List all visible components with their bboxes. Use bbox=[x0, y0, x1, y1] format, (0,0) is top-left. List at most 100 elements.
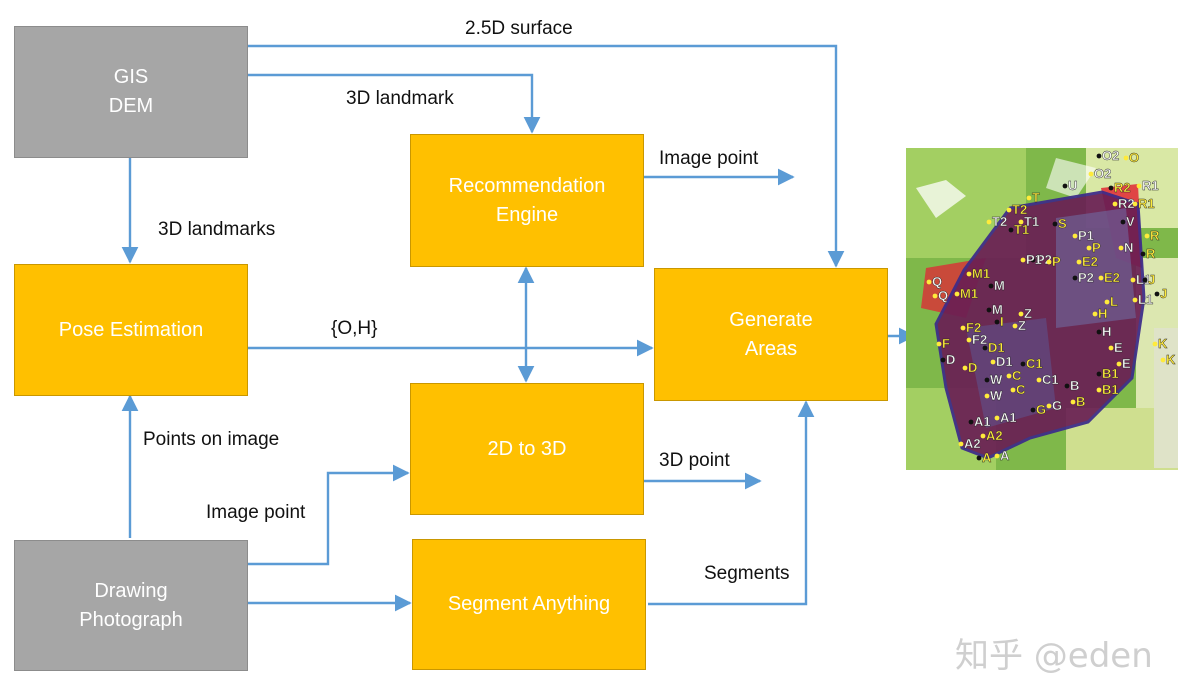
map-point-label: A1 bbox=[1000, 410, 1017, 425]
map-point-marker bbox=[1006, 373, 1012, 379]
map-point-marker bbox=[1062, 183, 1068, 189]
label-o-h: {O,H} bbox=[331, 318, 378, 339]
map-point-label: J bbox=[1160, 286, 1167, 301]
map-point-label: M bbox=[992, 302, 1003, 317]
map-point-marker bbox=[1132, 201, 1138, 207]
map-point-marker bbox=[1008, 227, 1014, 233]
node-recommendation-line2: Engine bbox=[495, 203, 559, 226]
map-point-label: Q bbox=[938, 288, 948, 303]
map-point-label: A bbox=[982, 450, 992, 465]
map-point-label: K bbox=[1158, 336, 1168, 351]
label-points-on-image: Points on image bbox=[143, 429, 280, 450]
node-generate-line1: Generate bbox=[729, 308, 813, 331]
map-point-label: W bbox=[990, 372, 1003, 387]
map-point-marker bbox=[1072, 233, 1078, 239]
map-point-label: E bbox=[1122, 356, 1131, 371]
map-point-marker bbox=[1046, 403, 1052, 409]
edge-gis-to-recommendation bbox=[248, 73, 541, 134]
map-point-marker bbox=[960, 325, 966, 331]
map-point-marker bbox=[982, 345, 988, 351]
map-point-marker bbox=[1108, 185, 1114, 191]
map-point-marker bbox=[940, 357, 946, 363]
map-point-label: A1 bbox=[974, 414, 991, 429]
map-point-marker bbox=[1136, 183, 1142, 189]
map-point-marker bbox=[1036, 377, 1042, 383]
map-point-marker bbox=[984, 377, 990, 383]
map-point-label: B1 bbox=[1102, 366, 1119, 381]
map-point-label: G bbox=[1052, 398, 1062, 413]
node-2d-to-3d[interactable]: 2D to 3D bbox=[410, 383, 644, 515]
map-point-marker bbox=[1130, 277, 1136, 283]
map-point-label: E bbox=[1114, 340, 1123, 355]
map-point-marker bbox=[958, 441, 964, 447]
map-point-marker bbox=[994, 319, 1000, 325]
map-point-label: E2 bbox=[1082, 254, 1098, 269]
label-3d-point: 3D point bbox=[659, 450, 730, 471]
map-point-marker bbox=[1098, 275, 1104, 281]
map-point-marker bbox=[984, 393, 990, 399]
map-point-label: C bbox=[1016, 382, 1026, 397]
map-point-label: V bbox=[1126, 214, 1135, 229]
map-point-marker bbox=[976, 455, 982, 461]
map-point-label: U bbox=[1068, 178, 1077, 193]
map-point-marker bbox=[990, 359, 996, 365]
map-point-label: R bbox=[1150, 228, 1160, 243]
map-point-marker bbox=[1140, 251, 1146, 257]
label-image-point-out: Image point bbox=[659, 148, 759, 169]
map-point-marker bbox=[1064, 383, 1070, 389]
map-point-label: M1 bbox=[960, 286, 978, 301]
map-point-label: J bbox=[1148, 272, 1155, 287]
node-pose-estimation[interactable]: Pose Estimation bbox=[14, 264, 248, 396]
node-pose-label: Pose Estimation bbox=[58, 318, 204, 341]
map-point-label: P bbox=[1052, 254, 1061, 269]
label-3d-landmark: 3D landmark bbox=[346, 88, 454, 109]
map-point-marker bbox=[1026, 195, 1032, 201]
map-point-marker bbox=[1076, 259, 1082, 265]
map-point-label: P bbox=[1092, 240, 1101, 255]
map-point-label: G bbox=[1036, 402, 1046, 417]
map-point-marker bbox=[1018, 219, 1024, 225]
map-point-marker bbox=[1020, 257, 1026, 263]
map-point-label: D1 bbox=[996, 354, 1013, 369]
node-segment-anything[interactable]: Segment Anything bbox=[412, 539, 646, 670]
map-point-marker bbox=[986, 307, 992, 313]
map-point-marker bbox=[1132, 297, 1138, 303]
map-point-marker bbox=[1030, 257, 1036, 263]
map-point-marker bbox=[968, 419, 974, 425]
map-point-marker bbox=[1070, 399, 1076, 405]
map-point-label: E2 bbox=[1104, 270, 1120, 285]
map-point-label: C1 bbox=[1026, 356, 1043, 371]
node-gis-line1: GIS bbox=[113, 66, 149, 88]
label-3d-landmarks: 3D landmarks bbox=[158, 219, 276, 240]
map-point-label: D bbox=[946, 352, 955, 367]
node-drawing-line2: Photograph bbox=[79, 608, 183, 631]
map-point-marker bbox=[980, 433, 986, 439]
map-point-marker bbox=[954, 291, 960, 297]
map-point-label: Z bbox=[1024, 306, 1032, 321]
map-point-label: F bbox=[942, 336, 950, 351]
map-point-marker bbox=[1012, 323, 1018, 329]
map-point-marker bbox=[926, 279, 932, 285]
map-point-label: H bbox=[1098, 306, 1107, 321]
node-generate-line2: Areas bbox=[744, 337, 798, 360]
map-point-marker bbox=[1052, 221, 1058, 227]
map-point-marker bbox=[1160, 357, 1166, 363]
map-point-label: R bbox=[1146, 246, 1156, 261]
map-point-marker bbox=[966, 337, 972, 343]
map-point-label: R2 bbox=[1114, 180, 1131, 195]
map-point-label: T1 bbox=[1014, 222, 1029, 237]
node-drawing-line1: Drawing bbox=[94, 579, 168, 602]
map-point-label: Q bbox=[932, 274, 942, 289]
map-point-marker bbox=[1116, 361, 1122, 367]
label-image-point-in: Image point bbox=[206, 502, 306, 523]
map-point-label: H bbox=[1102, 324, 1111, 339]
map-point-label: O2 bbox=[1094, 166, 1111, 181]
map-point-label: W bbox=[990, 388, 1003, 403]
map-point-marker bbox=[1030, 407, 1036, 413]
map-point-label: S bbox=[1058, 216, 1067, 231]
